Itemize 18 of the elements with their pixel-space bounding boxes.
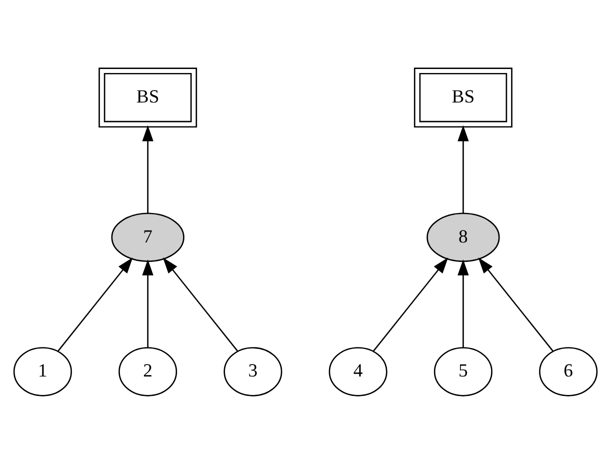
arrow bbox=[162, 256, 238, 351]
node-ellipse: 5 bbox=[434, 346, 492, 396]
node-ellipse: 6 bbox=[539, 346, 598, 396]
arrow bbox=[478, 256, 554, 351]
arrow bbox=[373, 256, 448, 351]
node-box: BS bbox=[414, 67, 512, 128]
arrow bbox=[458, 124, 469, 213]
arrow bbox=[58, 256, 133, 351]
node-ellipse: 7 bbox=[111, 212, 184, 262]
node-box: BS bbox=[98, 67, 198, 128]
node-ellipse: 4 bbox=[328, 346, 388, 396]
node-ellipse: 2 bbox=[118, 346, 178, 396]
arrow bbox=[142, 124, 154, 213]
arrow bbox=[142, 258, 154, 347]
node-ellipse: 8 bbox=[426, 212, 500, 262]
node-ellipse: 3 bbox=[224, 346, 282, 396]
node-ellipse: 1 bbox=[13, 346, 72, 396]
arrow bbox=[458, 258, 469, 347]
